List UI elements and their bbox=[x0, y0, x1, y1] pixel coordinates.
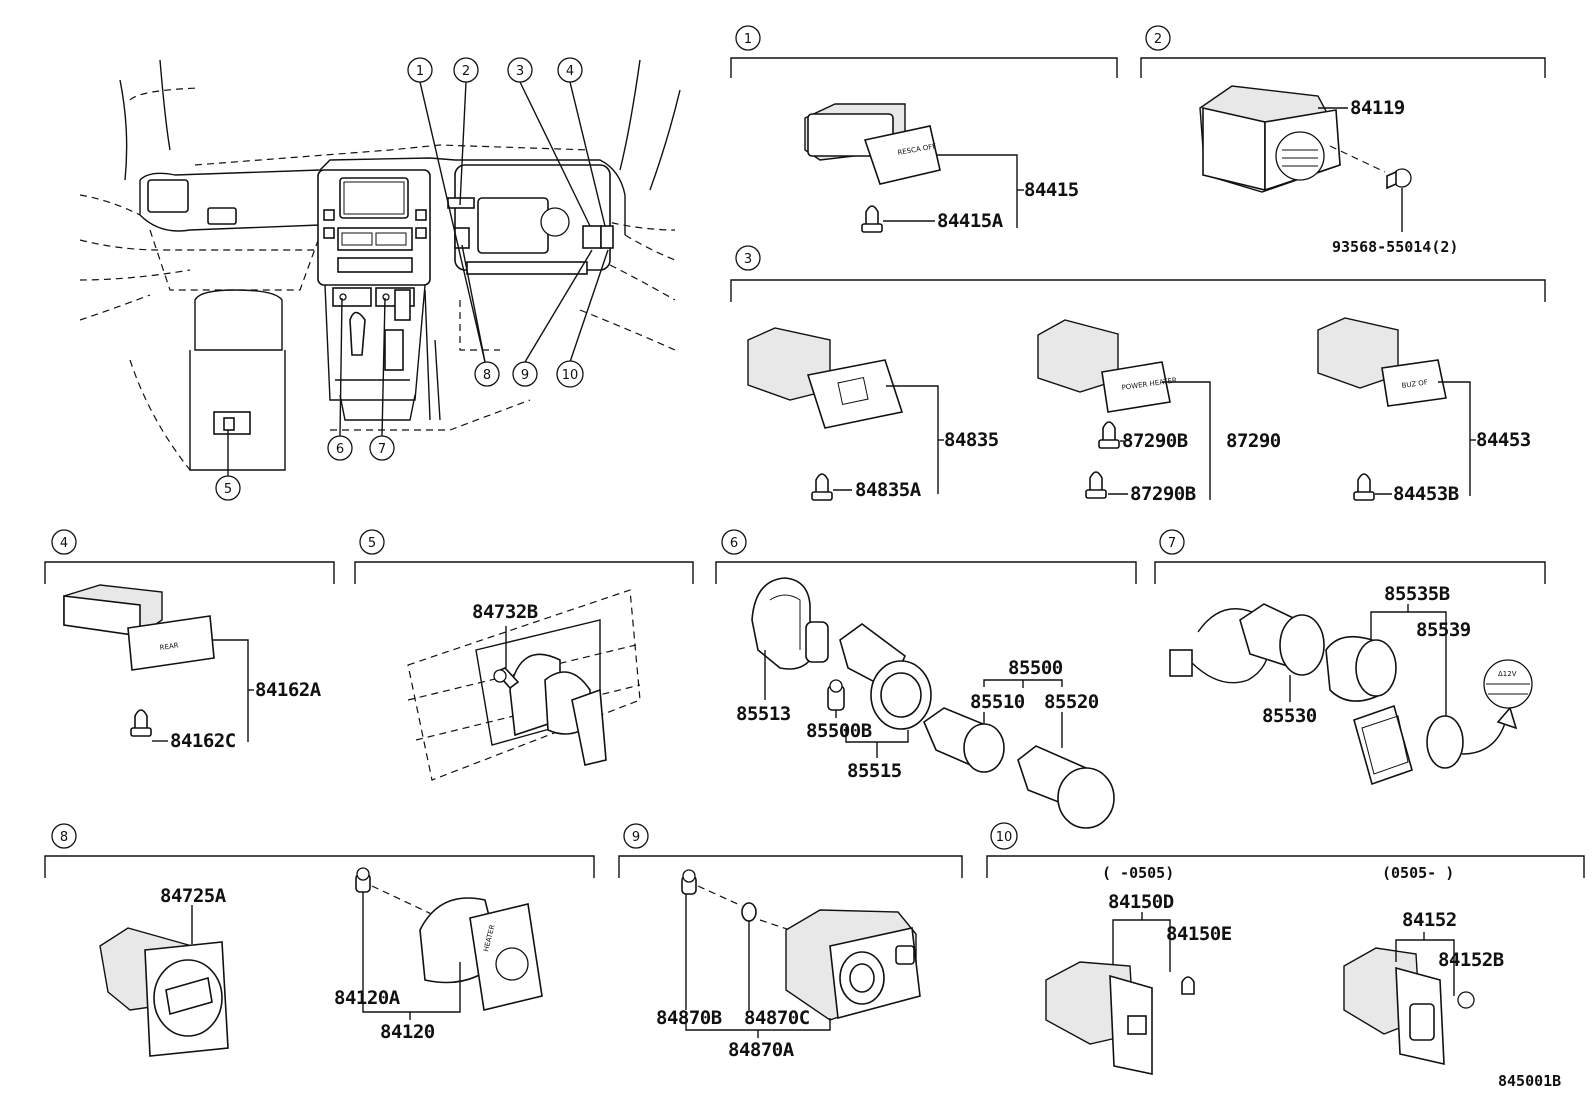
svg-text:10: 10 bbox=[562, 368, 579, 383]
svg-text:5: 5 bbox=[224, 482, 232, 497]
part-84732B: 84732B bbox=[472, 601, 538, 623]
part-84453: 84453 bbox=[1476, 429, 1531, 451]
section-1: 1 RESCA OFF 84415 84415A bbox=[730, 25, 1118, 233]
section-6: 6 85513 85500B 85515 85500 85510 85520 bbox=[715, 529, 1137, 829]
callout-3: 3 bbox=[507, 57, 533, 83]
callout-7: 7 bbox=[369, 435, 395, 461]
section-10: 10 ( -0505) (0505- ) 84150D 84150E 84152… bbox=[986, 822, 1585, 1075]
part-85500B: 85500B bbox=[806, 720, 872, 742]
part-84453B: 84453B bbox=[1393, 483, 1459, 505]
overview-callouts: 1 2 3 4 5 6 7 8 9 10 bbox=[215, 57, 584, 501]
part-84415A: 84415A bbox=[937, 210, 1004, 232]
svg-text:8: 8 bbox=[60, 830, 68, 845]
part-84120A: 84120A bbox=[334, 987, 401, 1009]
svg-text:2: 2 bbox=[462, 64, 470, 79]
svg-text:4: 4 bbox=[566, 64, 574, 79]
part-84120: 84120 bbox=[380, 1021, 435, 1043]
part-85500: 85500 bbox=[1008, 657, 1063, 679]
section-9: 9 84870B 84870C 84870A bbox=[618, 823, 963, 1061]
part-84150E: 84150E bbox=[1166, 923, 1232, 945]
part-84870B: 84870B bbox=[656, 1007, 722, 1029]
part-85513: 85513 bbox=[736, 703, 791, 725]
part-84150D: 84150D bbox=[1108, 891, 1174, 913]
svg-text:7: 7 bbox=[378, 442, 386, 457]
part-84725A: 84725A bbox=[160, 885, 227, 907]
svg-text:6: 6 bbox=[730, 536, 738, 551]
callout-6: 6 bbox=[327, 435, 353, 461]
part-87290B-1: 87290B bbox=[1122, 430, 1188, 452]
diagram-id: 845001B bbox=[1498, 1072, 1561, 1090]
section-2: 2 84119 93568-55014(2) bbox=[1140, 25, 1546, 256]
part-85510: 85510 bbox=[970, 691, 1025, 713]
svg-text:2: 2 bbox=[1154, 32, 1162, 47]
part-84162A: 84162A bbox=[255, 679, 322, 701]
section-4: 4 REAR 84162A 84162C bbox=[44, 529, 335, 752]
callout-8: 8 bbox=[474, 361, 500, 387]
svg-text:BUZ OF: BUZ OF bbox=[1401, 378, 1428, 390]
callout-2: 2 bbox=[453, 57, 479, 83]
svg-text:REAR: REAR bbox=[159, 641, 179, 652]
part-84870C: 84870C bbox=[744, 1007, 810, 1029]
dashboard-overview bbox=[79, 59, 681, 471]
svg-text:3: 3 bbox=[744, 252, 752, 267]
svg-text:9: 9 bbox=[521, 368, 529, 383]
range-right: (0505- ) bbox=[1382, 864, 1454, 882]
part-87290: 87290 bbox=[1226, 430, 1281, 452]
svg-text:7: 7 bbox=[1168, 536, 1176, 551]
svg-text:1: 1 bbox=[744, 32, 752, 47]
part-85520: 85520 bbox=[1044, 691, 1099, 713]
range-left: ( -0505) bbox=[1102, 864, 1174, 882]
part-84835: 84835 bbox=[944, 429, 999, 451]
callout-9: 9 bbox=[512, 361, 538, 387]
callout-5: 5 bbox=[215, 475, 241, 501]
part-84119: 84119 bbox=[1350, 97, 1405, 119]
svg-text:9: 9 bbox=[632, 830, 640, 845]
part-93568-55014: 93568-55014(2) bbox=[1332, 238, 1458, 256]
section-3: 3 84835 84835A POWER HEATER 87290B 87290… bbox=[730, 245, 1546, 505]
part-85515: 85515 bbox=[847, 760, 902, 782]
part-84870A: 84870A bbox=[728, 1039, 795, 1061]
part-84415: 84415 bbox=[1024, 179, 1079, 201]
part-87290B-2: 87290B bbox=[1130, 483, 1196, 505]
part-85539: 85539 bbox=[1416, 619, 1471, 641]
callout-leaders bbox=[227, 81, 609, 476]
part-85535B: 85535B bbox=[1384, 583, 1450, 605]
svg-text:3: 3 bbox=[516, 64, 524, 79]
callout-4: 4 bbox=[557, 57, 583, 83]
part-84835A: 84835A bbox=[855, 479, 922, 501]
part-85530: 85530 bbox=[1262, 705, 1317, 727]
section-8: 8 84725A 84120A HEATER 84120 bbox=[44, 823, 595, 1057]
svg-text:Δ12V: Δ12V bbox=[1498, 670, 1517, 678]
callout-1: 1 bbox=[407, 57, 433, 83]
svg-text:10: 10 bbox=[996, 830, 1013, 845]
part-84162C: 84162C bbox=[170, 730, 236, 752]
svg-text:5: 5 bbox=[368, 536, 376, 551]
callout-10: 10 bbox=[556, 360, 584, 388]
section-7: 7 85530 Δ12V 85535B 85539 bbox=[1154, 529, 1546, 786]
part-84152: 84152 bbox=[1402, 909, 1457, 931]
section-5: 5 84732B bbox=[354, 529, 694, 781]
svg-text:1: 1 bbox=[416, 64, 424, 79]
svg-text:6: 6 bbox=[336, 442, 344, 457]
svg-text:4: 4 bbox=[60, 536, 68, 551]
part-84152B: 84152B bbox=[1438, 949, 1504, 971]
svg-text:8: 8 bbox=[483, 368, 491, 383]
